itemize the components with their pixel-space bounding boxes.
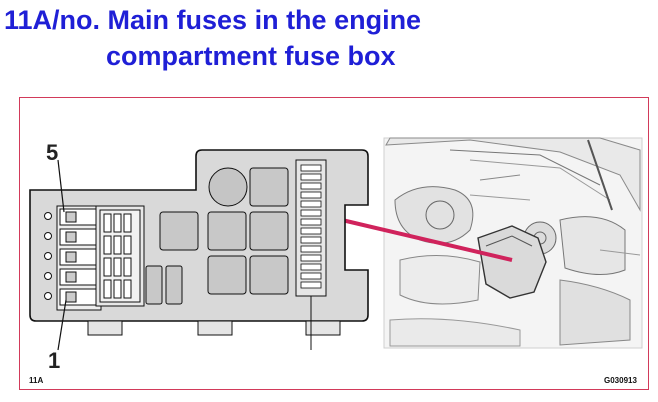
page-title-line-2: compartment fuse box	[106, 41, 396, 71]
callout-leader-1	[57, 299, 67, 351]
mount-tab	[197, 320, 233, 336]
mount-tab	[87, 320, 123, 336]
page-title-line-1: 11A/no. Main fuses in the engine	[4, 5, 422, 35]
mount-tab	[305, 320, 341, 336]
callout-label-1: 1	[48, 348, 61, 373]
figure-frame	[19, 97, 649, 390]
fuse-holder-block	[95, 205, 145, 307]
figure-code-left: 11A	[29, 376, 44, 385]
mini-fuse-column	[295, 159, 327, 350]
engine-bay-photo	[383, 137, 643, 349]
figure-code-right: G030913	[604, 376, 637, 385]
callout-label-5: 5	[46, 140, 59, 165]
main-fuse-strip	[56, 205, 102, 311]
relay-sockets	[145, 167, 289, 305]
pointer-line	[341, 218, 513, 262]
callout-leader-5	[57, 159, 65, 213]
screw-holes	[44, 212, 52, 300]
